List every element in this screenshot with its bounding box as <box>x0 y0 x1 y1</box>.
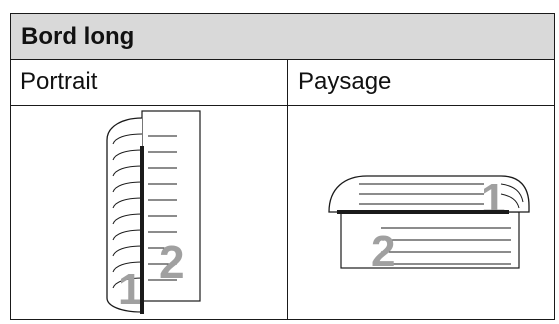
landscape-binding-illustration: 2 1 <box>289 106 554 319</box>
landscape-flip-diagram: 2 1 <box>328 175 530 276</box>
back-page <box>141 110 201 302</box>
header-title: Bord long <box>21 23 135 50</box>
front-page-number: 1 <box>481 175 505 224</box>
column-divider <box>287 60 288 319</box>
binding-table: Bord long Portrait Paysage 2 <box>10 13 555 320</box>
column-landscape-label: Paysage <box>298 68 392 95</box>
portrait-binding-illustration: 2 1 <box>11 106 287 319</box>
back-page-lines <box>148 135 177 281</box>
front-page-lines <box>112 133 143 289</box>
front-page-number: 1 <box>118 265 142 314</box>
front-page-lines <box>359 183 524 209</box>
back-page-lines <box>381 227 511 265</box>
back-page-number: 2 <box>371 227 395 276</box>
column-header-row: Portrait Paysage <box>11 60 554 106</box>
back-page-number: 2 <box>159 236 185 288</box>
portrait-flip-diagram: 2 1 <box>106 110 201 314</box>
table-header: Bord long <box>11 14 554 60</box>
column-portrait-label: Portrait <box>20 68 98 95</box>
